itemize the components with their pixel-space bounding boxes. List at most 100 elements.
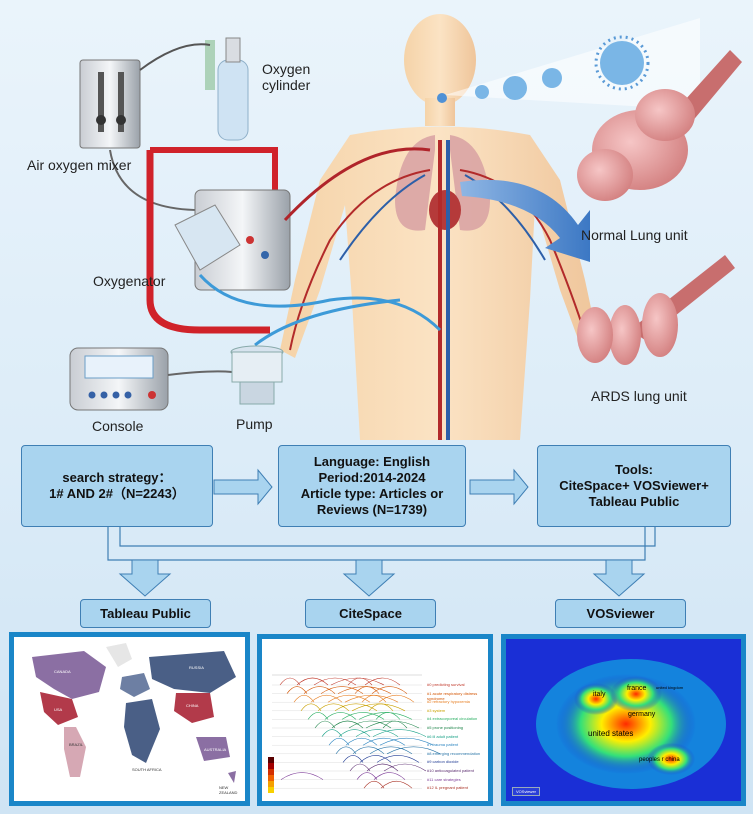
- citespace-color-legend: [268, 763, 274, 769]
- citespace-cluster-label: #7 trauma patient: [427, 742, 459, 748]
- citespace-cluster-track: [272, 677, 422, 686]
- citespace-arc: [349, 763, 371, 772]
- citespace-cluster-label: #9 carbon dioxide: [427, 759, 459, 765]
- citespace-cluster-track: [272, 763, 427, 772]
- tool-vosviewer: VOSviewer: [555, 599, 686, 628]
- citespace-arc: [383, 763, 427, 772]
- citespace-cluster-label: #10 anticoagulated patient: [427, 768, 474, 773]
- citespace-arc: [382, 720, 408, 729]
- map-label-russia: RUSSIA: [189, 665, 204, 670]
- citespace-arc: [320, 686, 364, 694]
- citespace-cluster-track: [272, 720, 422, 729]
- citespace-color-legend: [268, 769, 274, 775]
- vosviewer-panel: italy france united kingdom germany unit…: [501, 634, 746, 806]
- world-map: [32, 643, 236, 783]
- citespace-arc: [279, 677, 301, 686]
- citespace-cluster-track: [272, 686, 422, 694]
- citespace-arc: [369, 746, 413, 755]
- tools-box: Tools: CiteSpace+ VOSviewer+ Tableau Pub…: [537, 445, 731, 527]
- citespace-arc: [364, 677, 401, 686]
- citespace-arc: [303, 686, 336, 694]
- citespace-arc: [324, 712, 357, 720]
- tool-citespace: CiteSpace: [305, 599, 436, 628]
- citespace-arc: [347, 677, 373, 686]
- citespace-panel: #0 predicting survival#1 acute respirato…: [257, 634, 493, 806]
- pump-device: [230, 345, 284, 405]
- map-label-south-africa: SOUTH AFRICA: [132, 767, 162, 772]
- citespace-arc: [286, 686, 308, 694]
- citespace-arc: [356, 772, 378, 780]
- oxygen-cylinder-device: [205, 37, 249, 141]
- citespace-arc: [300, 703, 322, 711]
- map-label-canada: CANADA: [54, 669, 71, 674]
- label-pump: Pump: [236, 416, 273, 432]
- citespace-arc: [373, 772, 406, 780]
- citespace-arc: [371, 686, 408, 694]
- citespace-arc: [345, 737, 378, 746]
- citespace-arc: [352, 746, 385, 755]
- criteria-box: Language: English Period:2014-2024 Artic…: [278, 445, 466, 527]
- map-label-new-zealand: NEW ZEALAND: [219, 785, 238, 795]
- virus-particles: [437, 18, 700, 110]
- vos-label-usa: united states: [588, 729, 634, 738]
- vos-label-italy: italy: [593, 691, 606, 698]
- citespace-cluster-label: #3 system: [427, 707, 446, 713]
- air-oxygen-mixer-device: [79, 59, 141, 149]
- citespace-arc: [355, 729, 399, 737]
- vos-label-france: france: [627, 685, 647, 692]
- label-air-oxygen-mixer: Air oxygen mixer: [27, 157, 132, 173]
- normal-lung-illustration: [577, 50, 742, 201]
- vos-label-uk: united kingdom: [656, 685, 684, 690]
- citespace-cluster-track: [272, 780, 422, 789]
- citespace-arc: [379, 737, 434, 746]
- citespace-arc: [328, 737, 350, 746]
- citespace-cluster-track: [272, 772, 422, 780]
- citespace-arc: [310, 694, 343, 703]
- citespace-cluster-label: #1 acute respiratory distress syndrome: [427, 690, 478, 701]
- citespace-color-legend: [268, 775, 274, 781]
- citespace-arc: [386, 746, 441, 755]
- label-ards-lung: ARDS lung unit: [591, 388, 687, 404]
- citespace-arc: [307, 712, 329, 720]
- citespace-arc: [317, 703, 350, 712]
- citespace-arc: [363, 780, 385, 789]
- citespace-arc: [366, 763, 399, 772]
- citespace-cluster-label: #6 ill adult patient: [427, 733, 459, 739]
- citespace-cluster-label: #5 prone positioning: [427, 725, 464, 730]
- citespace-cluster-track: [272, 694, 422, 703]
- label-console: Console: [92, 418, 144, 434]
- vos-label-china: peoples r china: [639, 757, 680, 763]
- citespace-arc: [341, 712, 385, 720]
- citespace-arc: [335, 746, 357, 754]
- lung-arrow: [460, 179, 590, 262]
- label-oxygenator: Oxygenator: [93, 273, 166, 289]
- map-label-brazil: BRAZIL: [69, 742, 84, 747]
- citespace-cluster-track: [272, 755, 422, 763]
- citespace-arc: [348, 720, 392, 729]
- map-label-usa: USA: [54, 707, 63, 712]
- citespace-arc: [354, 686, 380, 694]
- ecmo-illustration: [69, 14, 742, 440]
- venous-tube: [198, 274, 442, 332]
- citespace-color-legend: [268, 787, 274, 793]
- label-normal-lung: Normal Lung unit: [581, 227, 688, 243]
- citespace-cluster-track: [272, 746, 441, 755]
- map-label-australia: AUSTRALIA: [204, 747, 227, 752]
- vos-label-germany: germany: [628, 711, 656, 718]
- citespace-cluster-label: #2 refractory hypoxemia: [427, 699, 470, 705]
- citespace-arc: [376, 755, 420, 763]
- citespace-arc: [358, 712, 413, 720]
- search-strategy-box: search strategy： 1# AND 2#（N=2243）: [21, 445, 213, 527]
- citespace-arc: [362, 737, 406, 746]
- citespace-color-legend: [268, 781, 274, 787]
- citespace-arc: [321, 729, 343, 737]
- arterial-tube: [283, 147, 431, 222]
- citespace-arc: [296, 677, 329, 686]
- citespace-arc: [280, 772, 324, 780]
- citespace-arc: [361, 694, 387, 703]
- citespace-arc: [365, 720, 420, 729]
- citespace-arc: [313, 677, 357, 686]
- citespace-arc: [378, 694, 415, 703]
- tableau-map-panel: CANADA USA BRAZIL RUSSIA CHINA SOUTH AFR…: [9, 632, 250, 806]
- citespace-cluster-label: #8 emerging recommendation: [427, 750, 481, 756]
